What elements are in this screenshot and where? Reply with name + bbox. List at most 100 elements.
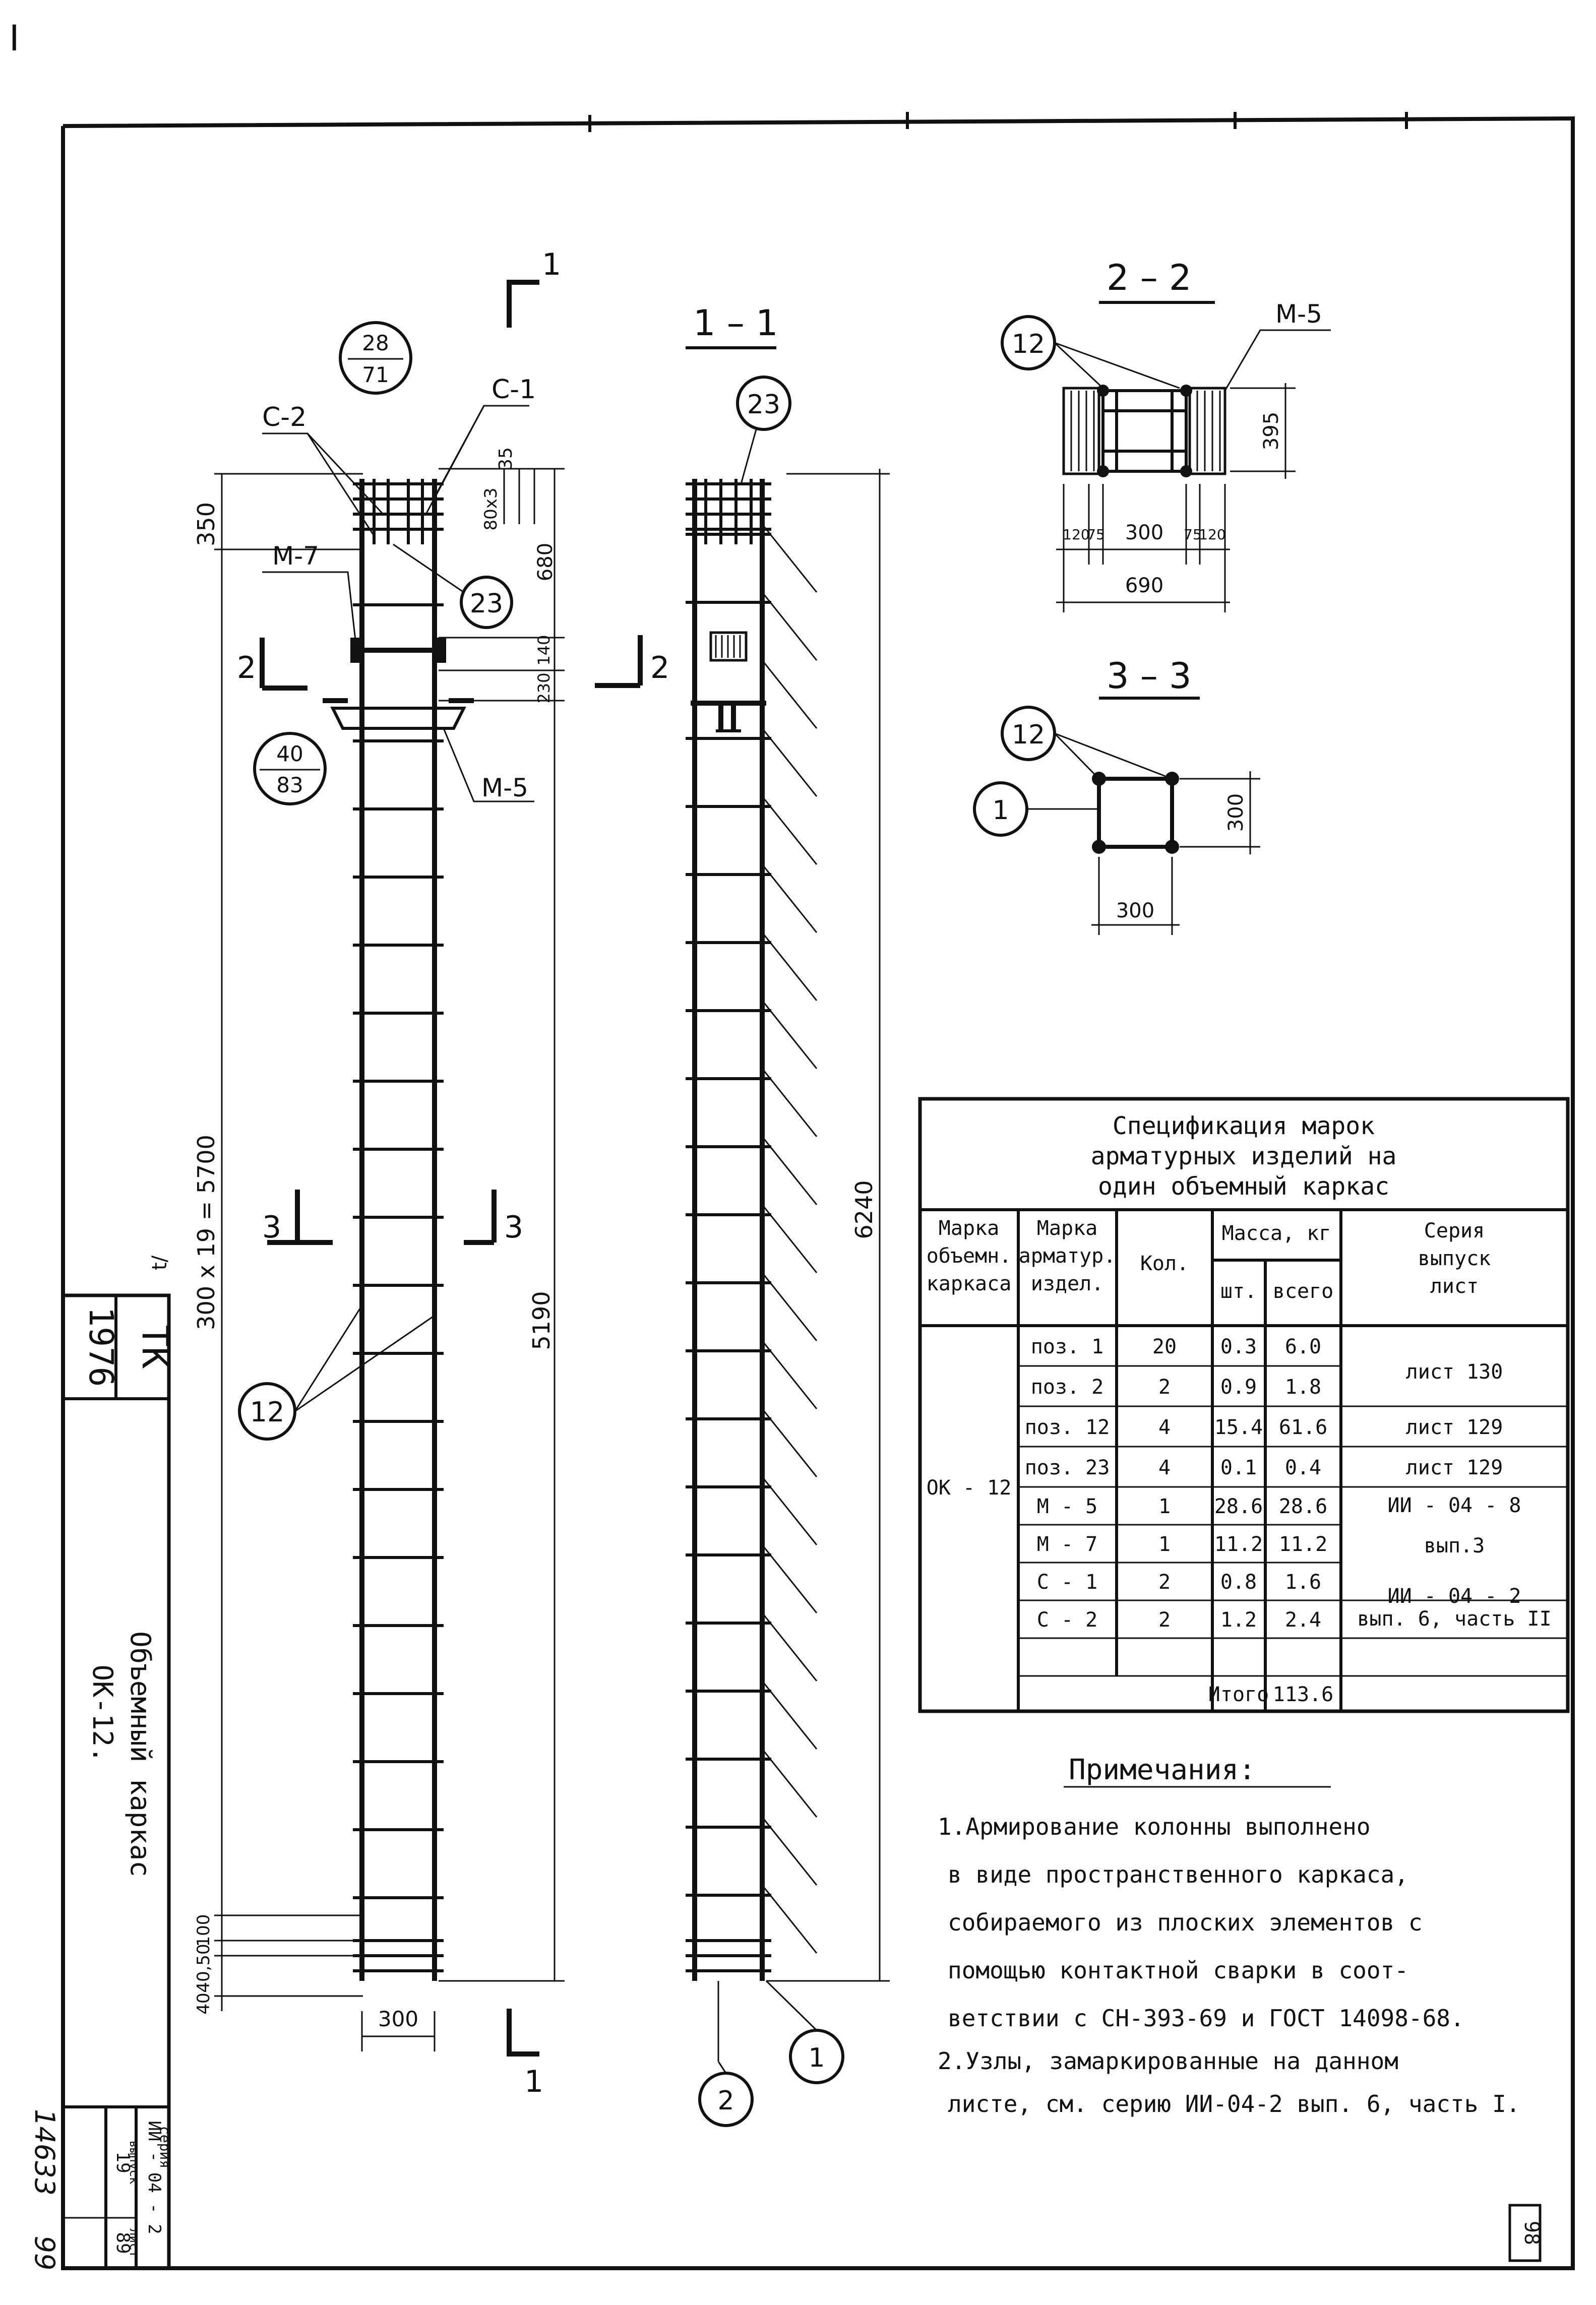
svg-text:1: 1: [1158, 1533, 1171, 1556]
svg-text:120: 120: [1063, 526, 1089, 543]
svg-text:80х3: 80х3: [481, 487, 501, 530]
svg-text:С-2: С-2: [262, 402, 306, 432]
svg-text:2: 2: [237, 650, 256, 686]
callout-m7: М-7: [262, 541, 356, 641]
spec-series-ref: ИИ - 04 - 8: [1388, 1494, 1521, 1517]
svg-text:поз. 12: поз. 12: [1025, 1416, 1110, 1439]
svg-text:5190: 5190: [528, 1291, 555, 1350]
svg-text:1: 1: [524, 2064, 543, 2099]
callout-23-s11: 23: [736, 376, 791, 484]
svg-text:12: 12: [250, 1396, 285, 1428]
page-number-box: 98: [1508, 2204, 1543, 2262]
svg-text:28: 28: [362, 331, 389, 355]
node-40-83: 40 83: [253, 732, 327, 805]
notes-line: помощью контактной сварки в соот-: [948, 1957, 1408, 1984]
leader-line: [761, 796, 818, 865]
cut-1-bottom: 1: [507, 2009, 543, 2099]
svg-text:71: 71: [362, 362, 389, 387]
spec-series-ref: лист 129: [1406, 1416, 1503, 1439]
svg-text:40,50: 40,50: [194, 1944, 214, 1992]
leader-line: [761, 864, 818, 933]
dims-front: 350 300 х 19 = 5700 100 40,50 40 35 80х3…: [148, 447, 565, 2051]
spec-series-ref: лист 130: [1406, 1360, 1503, 1384]
leader-line: [761, 1136, 818, 1205]
svg-text:t/: t/: [148, 1255, 171, 1270]
notes-line: собираемого из плоских элементов с: [948, 1909, 1423, 1936]
stamp-series: ИИ - 04 - 2: [144, 2121, 164, 2234]
stamp-title-2: ОК-12.: [87, 1664, 118, 1763]
svg-text:680: 680: [534, 543, 557, 581]
callout-23-front: 23: [393, 543, 513, 629]
cut-3-right: 3: [464, 1190, 523, 1245]
svg-text:2: 2: [1158, 1571, 1171, 1594]
svg-text:350: 350: [193, 502, 220, 546]
dims-s22: 395 120 75 300 75 120 690: [1056, 383, 1296, 612]
svg-text:2: 2: [717, 2086, 734, 2116]
svg-text:75: 75: [1184, 526, 1202, 543]
section-1-1: 1 – 1: [686, 302, 778, 2062]
cut-3-left: 3: [262, 1190, 333, 1245]
svg-text:120: 120: [1199, 526, 1225, 543]
callout-m5-s22: М-5: [1224, 299, 1331, 391]
svg-text:3: 3: [504, 1210, 523, 1245]
svg-text:23: 23: [470, 589, 503, 619]
svg-text:Серия: Серия: [1424, 1219, 1485, 1242]
svg-text:М-7: М-7: [272, 541, 319, 571]
svg-text:11.2: 11.2: [1279, 1533, 1327, 1556]
svg-text:83: 83: [276, 773, 303, 797]
cut-2-right: 2: [595, 635, 669, 688]
svg-text:поз. 2: поз. 2: [1031, 1376, 1104, 1399]
spec-total-label: Итого: [1208, 1683, 1269, 1706]
spec-row: поз. 1 20 0.3 6.0: [1031, 1335, 1321, 1358]
svg-text:300: 300: [1224, 793, 1248, 832]
svg-text:23: 23: [747, 390, 780, 420]
svg-text:поз. 1: поз. 1: [1031, 1335, 1104, 1358]
stamp-code: 1976: [82, 1307, 120, 1387]
stamp-number-2: 99: [29, 2236, 60, 2271]
notes-line: ветствии с СН-393-69 и ГОСТ 14098-68.: [948, 2005, 1464, 2032]
svg-text:М - 7: М - 7: [1037, 1533, 1097, 1556]
leader-line: [761, 932, 818, 1001]
leader-line: [761, 1817, 818, 1886]
svg-text:1.6: 1.6: [1285, 1571, 1321, 1594]
svg-text:690: 690: [1125, 574, 1163, 597]
svg-text:11.2: 11.2: [1214, 1533, 1263, 1556]
section-2-2: 2 – 2: [1062, 257, 1226, 477]
svg-text:2.4: 2.4: [1285, 1608, 1321, 1632]
svg-text:2: 2: [650, 650, 669, 686]
notes-line: в виде пространственного каркаса,: [948, 1861, 1408, 1888]
svg-text:300 х 19 = 5700: 300 х 19 = 5700: [193, 1135, 220, 1330]
svg-text:1.2: 1.2: [1220, 1608, 1257, 1632]
svg-text:всего: всего: [1273, 1280, 1333, 1303]
svg-text:объемн.: объемн.: [927, 1244, 1012, 1268]
bottom-front: [353, 1939, 444, 1972]
svg-text:поз. 23: поз. 23: [1025, 1456, 1110, 1479]
stirrups-section-1-1: [686, 524, 818, 1954]
svg-text:каркаса: каркаса: [927, 1272, 1012, 1295]
dims-s11: 6240: [766, 469, 890, 1982]
svg-text:20: 20: [1152, 1335, 1177, 1358]
svg-text:0.8: 0.8: [1220, 1571, 1257, 1594]
svg-text:300: 300: [1125, 521, 1163, 544]
spec-series-ref: лист 129: [1406, 1456, 1503, 1479]
notes: Примечания: 1.Армирование колонны выполн…: [938, 1754, 1520, 2117]
svg-text:230: 230: [534, 672, 554, 703]
cut-1-top: 1: [507, 247, 561, 328]
svg-text:15.4: 15.4: [1214, 1416, 1263, 1439]
dims-s33: 300 300: [1091, 771, 1260, 935]
svg-text:шт.: шт.: [1220, 1280, 1257, 1303]
leader-line: [761, 1340, 818, 1409]
svg-text:40: 40: [276, 741, 303, 766]
spec-title-1: Спецификация марок: [1113, 1112, 1375, 1140]
stamp-list: 89: [112, 2232, 133, 2254]
svg-text:28.6: 28.6: [1279, 1495, 1327, 1518]
svg-text:6.0: 6.0: [1285, 1335, 1321, 1358]
leader-line: [761, 728, 818, 797]
notes-line: 1.Армирование колонны выполнено: [938, 1813, 1371, 1840]
svg-text:Масса, кг: Масса, кг: [1222, 1222, 1331, 1245]
spec-row: М - 7 1 11.2 11.2: [1037, 1533, 1327, 1556]
leader-line: [761, 592, 818, 661]
svg-text:лист: лист: [127, 2228, 141, 2258]
notes-title: Примечания:: [1069, 1754, 1256, 1786]
